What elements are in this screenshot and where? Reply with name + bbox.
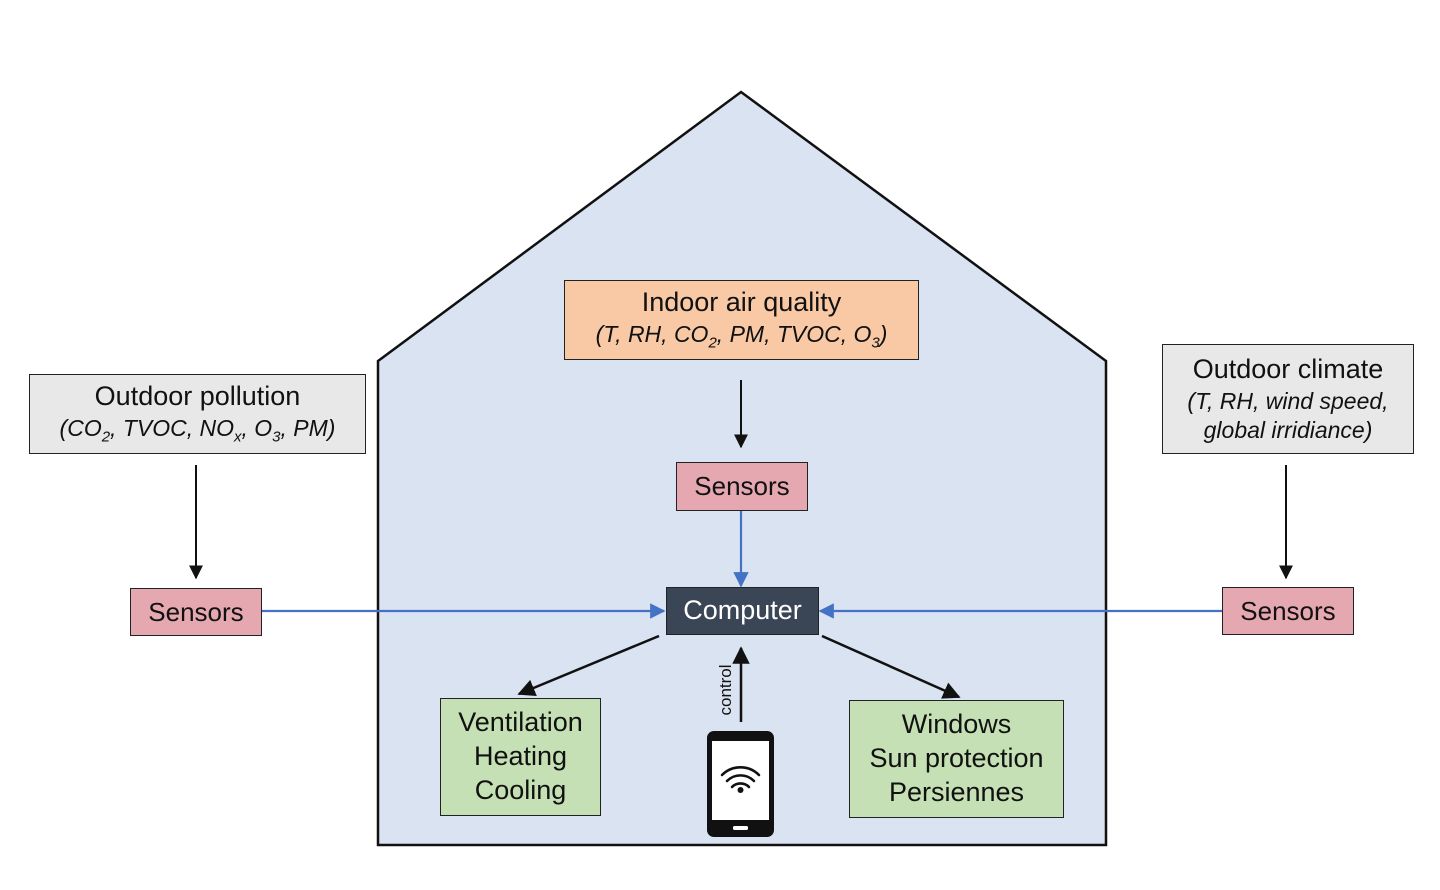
- outdoor-climate-title: Outdoor climate: [1192, 354, 1384, 385]
- hvac-cooling: Cooling: [474, 774, 567, 805]
- outdoor-climate-line1: (T, RH, wind speed,: [1187, 388, 1389, 415]
- indoor-air-quality-parameters: (T, RH, CO2, PM, TVOC, O3): [595, 321, 888, 352]
- outdoor-climate-line2: global irridiance): [1203, 416, 1373, 443]
- indoor-air-quality-title: Indoor air quality: [641, 287, 842, 318]
- windows-sun-protection: Sun protection: [869, 743, 1044, 774]
- arrow-computer-to-windows: [821, 634, 961, 699]
- hvac-heating: Heating: [473, 741, 568, 772]
- smartphone-icon[interactable]: [707, 731, 774, 837]
- hvac-ventilation: Ventilation: [458, 707, 583, 738]
- indoor-air-quality-box: Indoor air quality (T, RH, CO2, PM, TVOC…: [564, 280, 919, 360]
- wifi-icon: [720, 765, 761, 789]
- windows-windows: Windows: [901, 709, 1012, 740]
- sensors-left: Sensors: [130, 588, 262, 636]
- outdoor-pollution-box: Outdoor pollution (CO2, TVOC, NOx, O3, P…: [29, 374, 366, 454]
- outdoor-climate-box: Outdoor climate (T, RH, wind speed, glob…: [1162, 344, 1414, 454]
- computer-box: Computer: [666, 587, 819, 635]
- sensors-right: Sensors: [1222, 587, 1354, 635]
- hvac-box: Ventilation Heating Cooling: [440, 698, 601, 816]
- sensors-center: Sensors: [676, 462, 808, 511]
- windows-persiennes: Persiennes: [888, 776, 1025, 807]
- windows-box: Windows Sun protection Persiennes: [849, 700, 1064, 818]
- outdoor-pollution-parameters: (CO2, TVOC, NOx, O3, PM): [59, 415, 336, 446]
- outdoor-pollution-title: Outdoor pollution: [94, 381, 301, 412]
- control-label: control: [716, 664, 735, 716]
- arrow-computer-to-hvac: [517, 634, 660, 697]
